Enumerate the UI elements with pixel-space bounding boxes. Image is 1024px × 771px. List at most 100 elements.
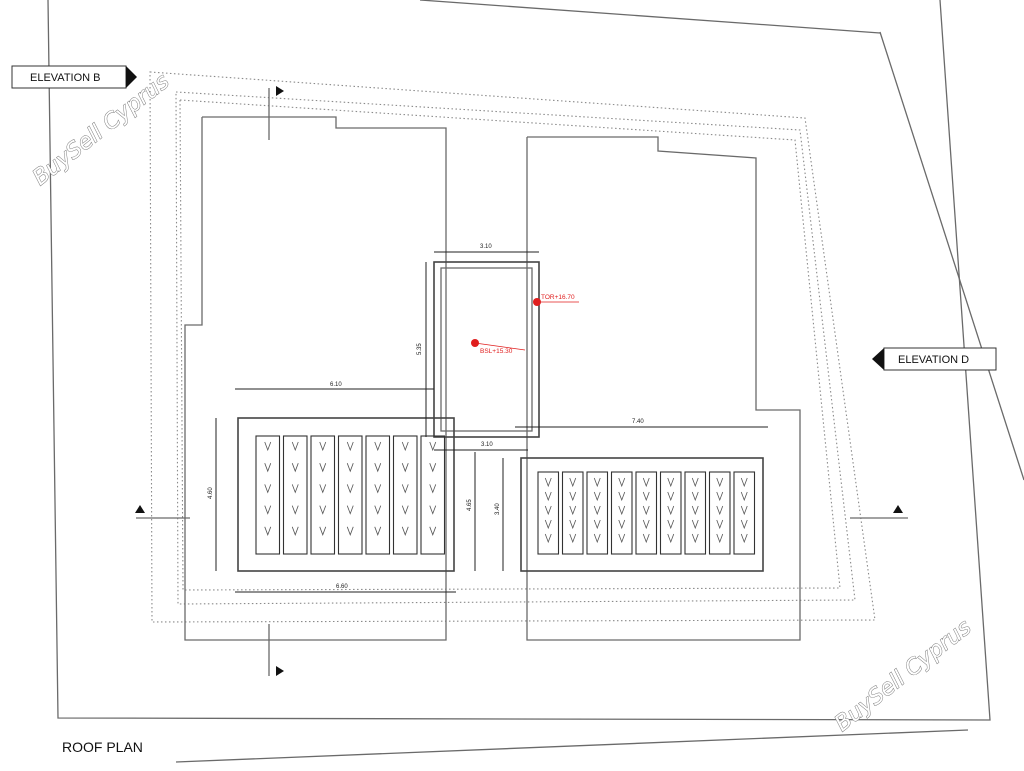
panel-hatch <box>691 533 699 544</box>
panel-hatch <box>642 533 650 544</box>
panel-hatch <box>319 484 327 494</box>
panel-hatch <box>716 505 724 516</box>
dim-inner-width: 3.10 <box>481 442 493 448</box>
panel-hatch <box>667 533 675 544</box>
panel-hatch <box>319 463 327 473</box>
dim-left-span: 6.10 <box>330 382 342 388</box>
dim-side-height: 5.35 <box>417 343 423 355</box>
solar-panel <box>635 471 658 555</box>
solar-panel <box>392 435 418 555</box>
solar-panels-right <box>537 471 756 555</box>
solar-panel <box>684 471 707 555</box>
elevation-b-label: ELEVATION B <box>30 72 101 84</box>
panel-hatch <box>544 477 552 488</box>
panel-hatch <box>667 491 675 502</box>
stair-core-outer <box>433 261 540 438</box>
panel-hatch <box>346 526 354 536</box>
panel-hatch <box>346 463 354 473</box>
panel-hatch <box>401 505 409 515</box>
svg-text:TOR+16.70: TOR+16.70 <box>541 294 575 301</box>
panel-hatch <box>691 477 699 488</box>
site-boundary <box>47 0 991 721</box>
panel-hatch <box>618 505 626 516</box>
panel-hatch <box>593 491 601 502</box>
panel-hatch <box>401 441 409 452</box>
panel-hatch <box>667 505 675 516</box>
panel-hatch <box>716 519 724 530</box>
panel-hatch <box>429 441 437 452</box>
panel-hatch <box>569 519 577 530</box>
panel-hatch <box>716 491 724 502</box>
solar-panel <box>561 471 584 555</box>
panel-hatch <box>374 526 382 536</box>
solar-panels-left <box>255 435 446 555</box>
panel-hatch <box>544 505 552 516</box>
roof-outline-dotted-outer <box>149 71 876 623</box>
panel-hatch <box>544 519 552 530</box>
wall-right-wing <box>526 136 801 641</box>
elevation-d-label: ELEVATION D <box>898 354 969 366</box>
dim-right-height: 3.40 <box>495 503 501 515</box>
panel-hatch <box>374 441 382 452</box>
watermark-bottom: BuySell Cyprus <box>830 615 976 737</box>
panel-hatch <box>691 505 699 516</box>
solar-panel <box>659 471 682 555</box>
panel-hatch <box>264 463 272 473</box>
panel-hatch <box>264 484 272 494</box>
panel-hatch <box>429 484 437 494</box>
panel-hatch <box>569 533 577 544</box>
panel-hatch <box>319 441 327 452</box>
panel-hatch <box>593 477 601 488</box>
panel-hatch <box>642 477 650 488</box>
elevation-tag-b: ELEVATION B <box>11 65 137 89</box>
solar-panel <box>282 435 308 555</box>
wall-left-wing <box>184 116 447 641</box>
panel-hatch <box>618 491 626 502</box>
site-boundary-outer <box>879 31 1024 481</box>
solar-panel <box>610 471 633 555</box>
panel-hatch <box>291 463 299 473</box>
panel-hatch <box>618 477 626 488</box>
dimension-lines <box>215 251 768 593</box>
panel-hatch <box>569 505 577 516</box>
panel-hatch <box>401 463 409 473</box>
drawing-title: ROOF PLAN <box>62 739 143 755</box>
solar-panel <box>365 435 391 555</box>
panel-hatch <box>544 491 552 502</box>
panel-hatch <box>618 519 626 530</box>
panel-hatch <box>264 526 272 536</box>
panel-hatch <box>691 519 699 530</box>
panel-hatch <box>593 505 601 516</box>
panel-hatch <box>740 533 748 544</box>
panel-hatch <box>740 491 748 502</box>
panel-hatch <box>593 533 601 544</box>
solar-panel <box>255 435 281 555</box>
panel-hatch <box>667 519 675 530</box>
panel-hatch <box>291 526 299 536</box>
panel-hatch <box>346 484 354 494</box>
solar-panel <box>310 435 336 555</box>
dim-top-width: 3.10 <box>480 244 492 250</box>
svg-text:BSL+15.30: BSL+15.30 <box>480 348 513 355</box>
elevation-tag-d: ELEVATION D <box>872 347 997 371</box>
solar-panel <box>586 471 609 555</box>
panel-hatch <box>642 519 650 530</box>
panel-hatch <box>291 484 299 494</box>
panel-hatch <box>429 505 437 515</box>
panel-hatch <box>667 477 675 488</box>
solar-panel <box>708 471 731 555</box>
level-marker-lower: BSL+15.30 <box>471 339 526 355</box>
section-marker-right <box>850 505 908 519</box>
panel-hatch <box>374 505 382 515</box>
section-marker-left <box>135 505 190 519</box>
section-marker-bottom <box>268 624 284 676</box>
dim-bottom-span: 6.60 <box>336 584 348 590</box>
solar-array-left-frame <box>237 417 455 572</box>
solar-panel <box>537 471 560 555</box>
dim-left-height: 4.60 <box>208 487 214 499</box>
panel-hatch <box>374 484 382 494</box>
panel-hatch <box>429 463 437 473</box>
panel-hatch <box>291 505 299 515</box>
panel-hatch <box>740 505 748 516</box>
